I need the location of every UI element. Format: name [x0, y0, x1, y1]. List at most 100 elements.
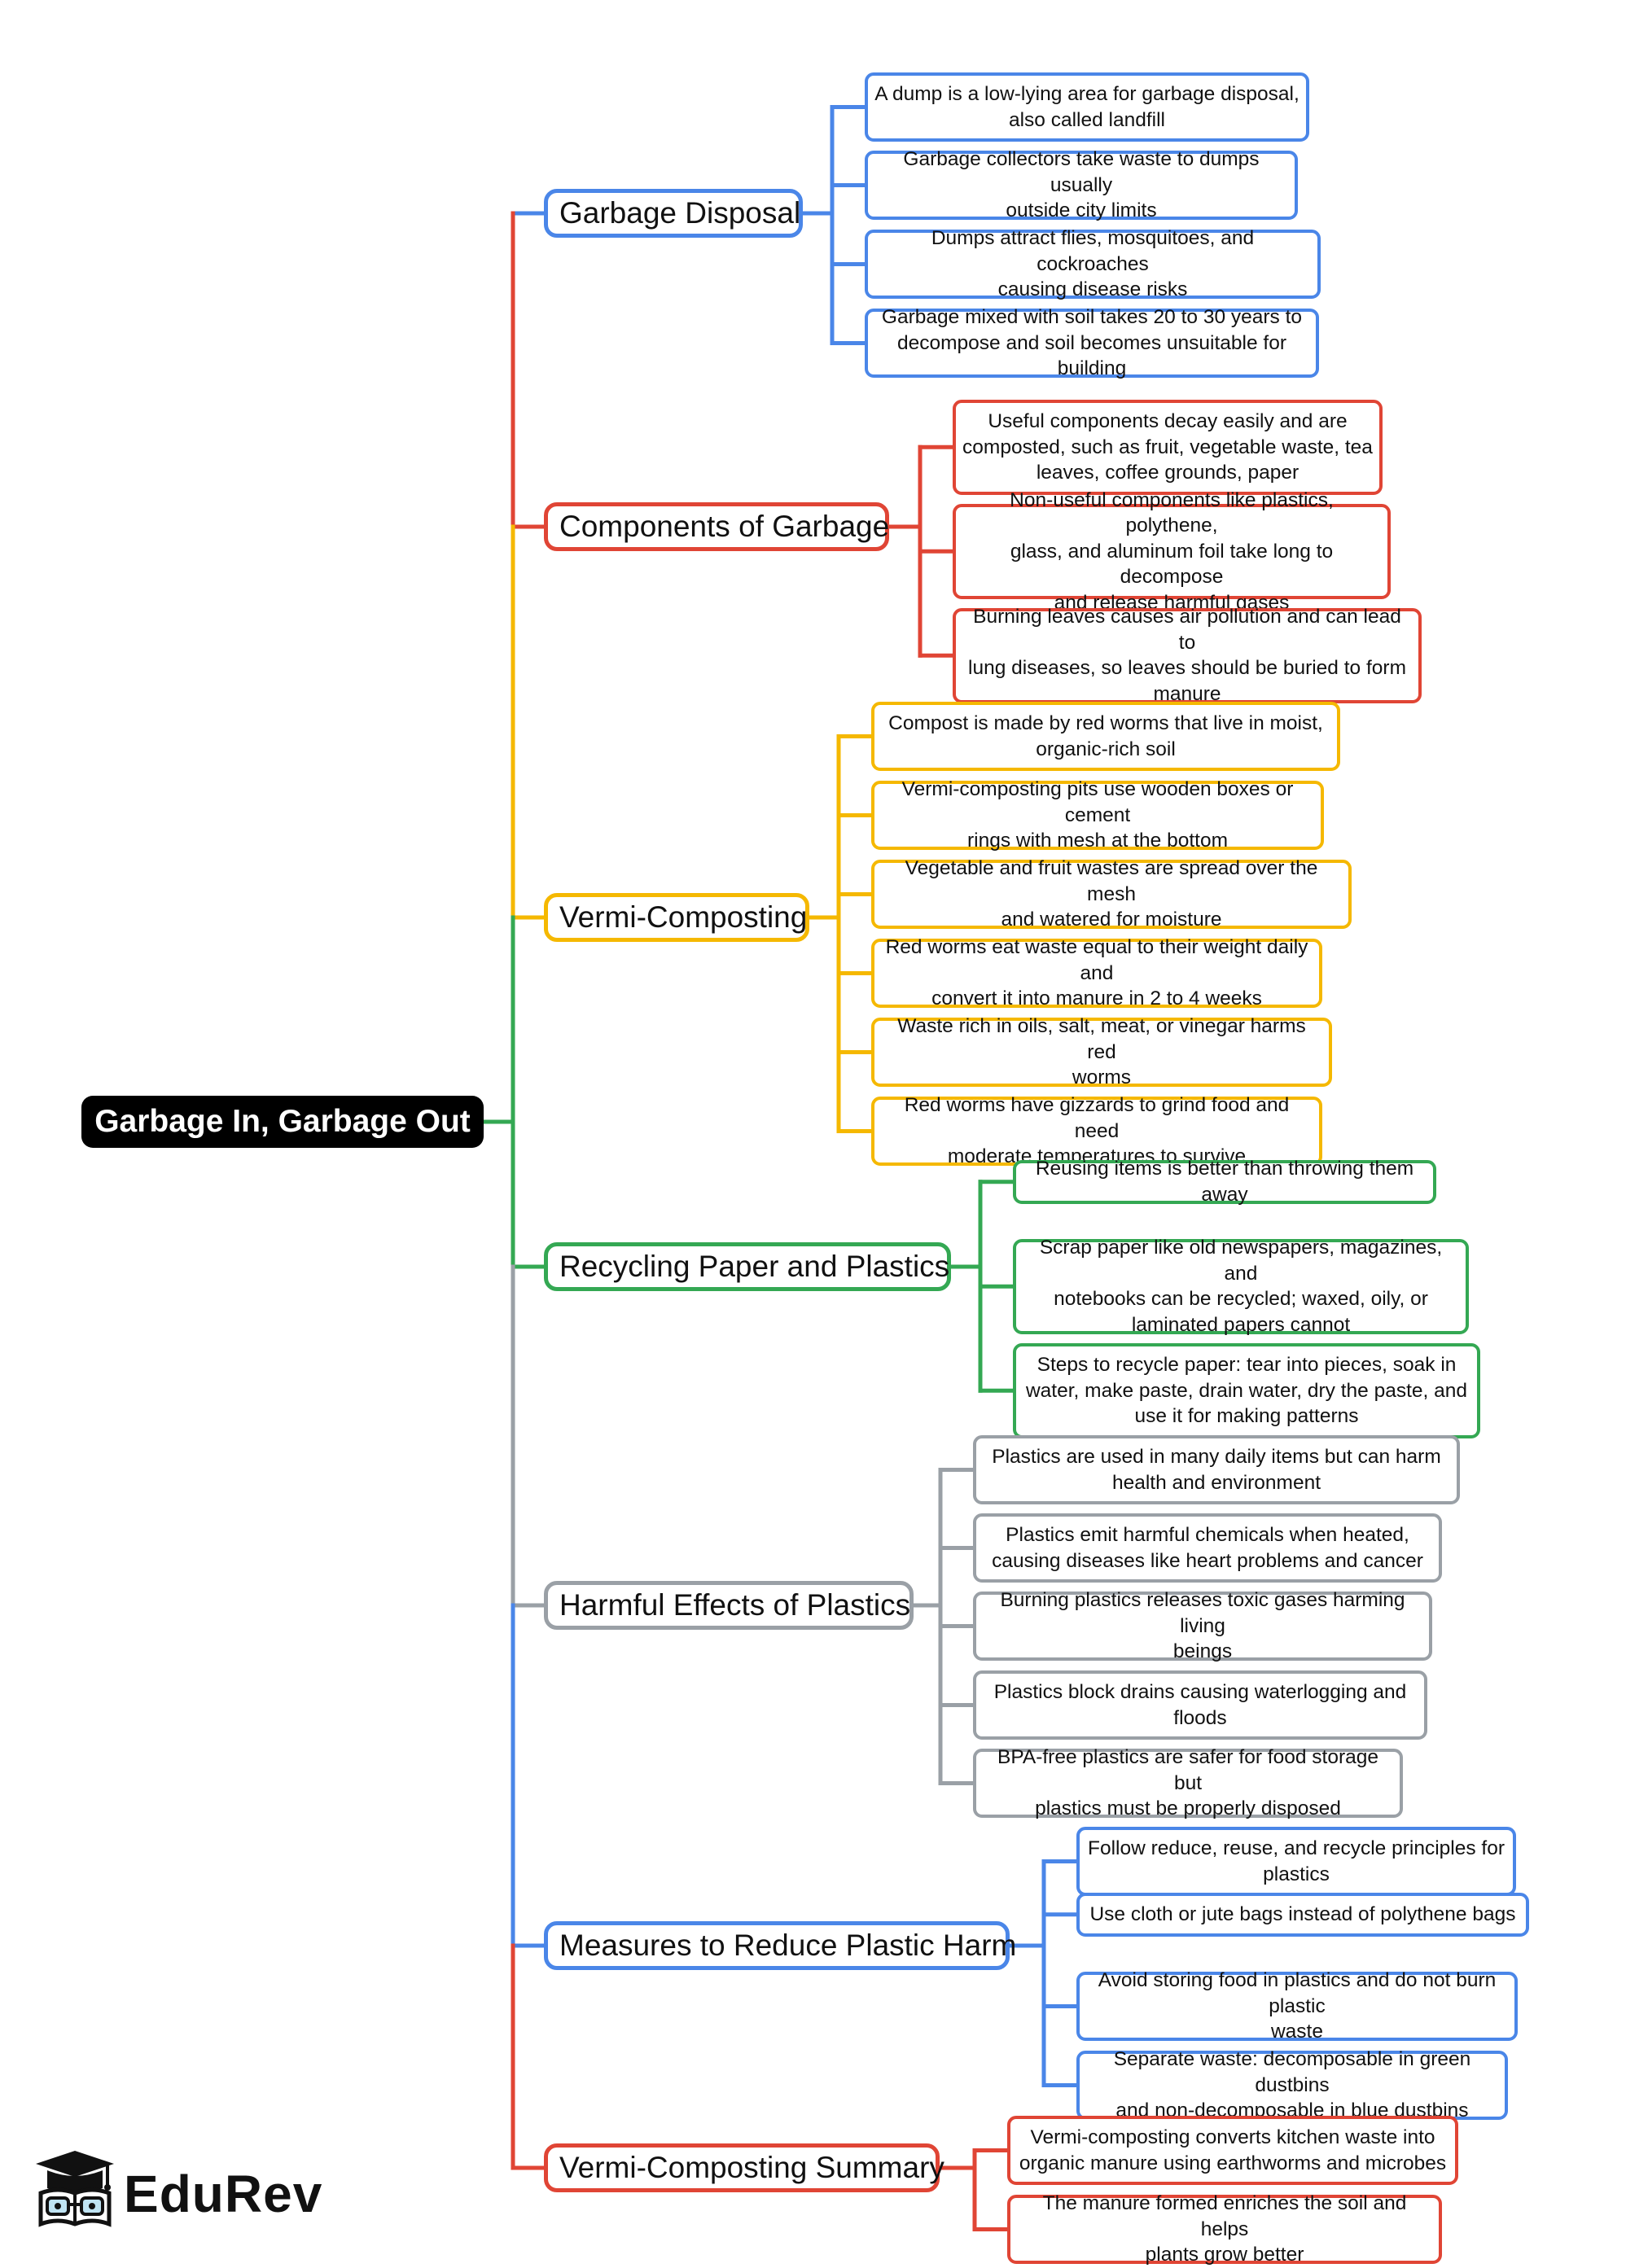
leaf-line: Use cloth or jute bags instead of polyth…: [1089, 1903, 1516, 1925]
leaf-node: Dumps attract flies, mosquitoes, and coc…: [865, 227, 1321, 300]
leaf-line: Vermi-composting converts kitchen waste …: [1030, 2126, 1435, 2148]
leaf-text: Useful components decay easily and are co…: [962, 409, 1373, 486]
leaf-node: Separate waste: decomposable in green du…: [1076, 2048, 1508, 2121]
leaf-node: Burning plastics releases toxic gases ha…: [973, 1589, 1432, 1662]
leaf-text: Garbage mixed with soil takes 20 to 30 y…: [874, 304, 1309, 382]
leaf-text: Steps to recycle paper: tear into pieces…: [1026, 1352, 1467, 1430]
leaf-text: Vegetable and fruit wastes are spread ov…: [881, 856, 1342, 933]
leaf-text: Burning leaves causes air pollution and …: [962, 604, 1412, 707]
leaf-line: manure: [1153, 682, 1221, 705]
leaf-line: organic-rich soil: [1036, 738, 1176, 760]
leaf-line: Plastics block drains causing waterloggi…: [993, 1681, 1407, 1703]
leaf-line: use it for making patterns: [1134, 1405, 1359, 1427]
leaf-line: The manure formed enriches the soil and …: [1042, 2192, 1407, 2240]
leaf-text: Reusing items is better than throwing th…: [1023, 1156, 1427, 1207]
leaf-text: Compost is made by red worms that live i…: [888, 711, 1323, 762]
leaf-line: causing diseases like heart problems and…: [992, 1549, 1423, 1572]
leaf-text: Vermi-composting converts kitchen waste …: [1019, 2125, 1446, 2176]
leaf-line: Garbage mixed with soil takes 20 to 30 y…: [881, 306, 1303, 329]
leaf-line: plastics must be properly disposed: [1035, 1797, 1341, 1820]
leaf-line: causing disease risks: [997, 278, 1188, 301]
leaf-line: glass, and aluminum foil take long to de…: [1010, 540, 1334, 589]
leaf-node: Useful components decay easily and are co…: [953, 400, 1383, 495]
leaf-line: Avoid storing food in plastics and do no…: [1098, 1969, 1497, 2017]
leaf-node: Vermi-composting converts kitchen waste …: [1007, 2116, 1458, 2185]
leaf-node: Vermi-composting pits use wooden boxes o…: [871, 778, 1324, 852]
leaf-line: Separate waste: decomposable in green du…: [1113, 2048, 1471, 2096]
leaf-text: Waste rich in oils, salt, meat, or vineg…: [881, 1014, 1322, 1091]
leaf-line: rings with mesh at the bottom: [966, 830, 1228, 852]
leaf-line: health and environment: [1111, 1471, 1321, 1494]
leaf-line: laminated papers cannot: [1131, 1313, 1351, 1336]
branch-node: Recycling Paper and Plastics: [544, 1242, 951, 1291]
leaf-node: Plastics are used in many daily items bu…: [973, 1435, 1460, 1504]
leaf-line: Compost is made by red worms that live i…: [888, 712, 1323, 734]
leaf-node: Non-useful components like plastics, pol…: [953, 489, 1391, 614]
leaf-node: Compost is made by red worms that live i…: [871, 702, 1340, 771]
branch-label: Components of Garbage: [559, 510, 890, 543]
leaf-line: Garbage collectors take waste to dumps u…: [903, 148, 1260, 196]
leaf-node: A dump is a low-lying area for garbage d…: [865, 72, 1309, 142]
leaf-line: Non-useful components like plastics, pol…: [1010, 488, 1334, 537]
leaf-text: Red worms have gizzards to grind food an…: [881, 1092, 1313, 1170]
leaf-node: Vegetable and fruit wastes are spread ov…: [871, 857, 1352, 930]
leaf-line: organic manure using earthworms and micr…: [1019, 2152, 1447, 2174]
leaf-node: Reusing items is better than throwing th…: [1013, 1158, 1436, 1206]
leaf-line: also called landfill: [1008, 108, 1165, 131]
leaf-line: A dump is a low-lying area for garbage d…: [874, 83, 1299, 105]
branch-node: Measures to Reduce Plastic Harm: [544, 1921, 1016, 1970]
leaf-text: Garbage collectors take waste to dumps u…: [874, 147, 1288, 224]
branch-label: Harmful Effects of Plastics: [559, 1588, 911, 1622]
branch-label: Vermi-Composting: [559, 900, 808, 934]
leaf-node: Steps to recycle paper: tear into pieces…: [1013, 1343, 1480, 1438]
leaf-node: Use cloth or jute bags instead of polyth…: [1076, 1893, 1529, 1937]
leaf-line: Useful components decay easily and are: [988, 410, 1348, 432]
leaf-text: A dump is a low-lying area for garbage d…: [874, 81, 1299, 133]
leaf-text: The manure formed enriches the soil and …: [1017, 2191, 1432, 2268]
leaf-line: Plastics are used in many daily items bu…: [992, 1446, 1441, 1468]
root-node: Garbage In, Garbage Out: [81, 1096, 484, 1148]
leaf-line: plastics: [1263, 1863, 1330, 1885]
leaf-node: Red worms have gizzards to grind food an…: [871, 1094, 1322, 1167]
leaf-text: Follow reduce, reuse, and recycle princi…: [1088, 1836, 1505, 1887]
leaf-text: Non-useful components like plastics, pol…: [962, 488, 1381, 616]
leaf-line: composted, such as fruit, vegetable wast…: [962, 436, 1373, 458]
branch-node: Vermi-Composting Summary: [544, 2143, 944, 2192]
leaf-text: Vermi-composting pits use wooden boxes o…: [881, 777, 1314, 854]
logo-text: EduRev: [124, 2165, 323, 2223]
branch-node: Vermi-Composting: [544, 893, 809, 942]
root-label: Garbage In, Garbage Out: [94, 1104, 471, 1139]
leaf-line: Red worms have gizzards to grind food an…: [904, 1094, 1290, 1142]
leaf-node: Plastics block drains causing waterloggi…: [973, 1670, 1427, 1740]
leaf-text: Plastics emit harmful chemicals when hea…: [992, 1522, 1423, 1574]
branch-node: Components of Garbage: [544, 502, 889, 551]
leaf-line: waste: [1270, 2021, 1323, 2043]
leaf-line: floods: [1173, 1706, 1227, 1729]
leaf-node: Avoid storing food in plastics and do no…: [1076, 1969, 1518, 2043]
leaf-line: lung diseases, so leaves should be burie…: [968, 657, 1406, 680]
leaf-text: Separate waste: decomposable in green du…: [1086, 2047, 1498, 2124]
leaf-node: Scrap paper like old newspapers, magazin…: [1013, 1237, 1469, 1336]
leaf-line: Reusing items is better than throwing th…: [1035, 1158, 1414, 1206]
leaf-node: Plastics emit harmful chemicals when hea…: [973, 1513, 1442, 1583]
leaf-line: outside city limits: [1006, 199, 1157, 222]
leaf-line: convert it into manure in 2 to 4 weeks: [931, 987, 1262, 1010]
leaf-line: BPA-free plastics are safer for food sto…: [997, 1746, 1378, 1794]
leaf-node: Red worms eat waste equal to their weigh…: [871, 936, 1322, 1009]
leaf-line: Dumps attract flies, mosquitoes, and coc…: [931, 227, 1255, 275]
leaf-node: The manure formed enriches the soil and …: [1007, 2192, 1442, 2266]
leaf-line: water, make paste, drain water, dry the …: [1025, 1379, 1468, 1402]
leaf-text: Plastics are used in many daily items bu…: [992, 1444, 1441, 1495]
leaf-line: Steps to recycle paper: tear into pieces…: [1037, 1354, 1457, 1376]
leaf-line: plants grow better: [1145, 2244, 1304, 2266]
leaf-line: notebooks can be recycled; waxed, oily, …: [1054, 1288, 1428, 1311]
leaf-line: decompose and soil becomes unsuitable fo…: [896, 331, 1287, 380]
leaf-line: Burning leaves causes air pollution and …: [973, 606, 1401, 654]
leaf-node: Burning leaves causes air pollution and …: [953, 606, 1422, 705]
leaf-text: Scrap paper like old newspapers, magazin…: [1023, 1235, 1459, 1338]
leaf-line: Burning plastics releases toxic gases ha…: [1000, 1589, 1405, 1637]
leaf-node: BPA-free plastics are safer for food sto…: [973, 1746, 1403, 1819]
leaf-node: Waste rich in oils, salt, meat, or vineg…: [871, 1015, 1332, 1088]
leaf-line: Vegetable and fruit wastes are spread ov…: [905, 857, 1318, 905]
branch-node: Harmful Effects of Plastics: [544, 1581, 914, 1630]
